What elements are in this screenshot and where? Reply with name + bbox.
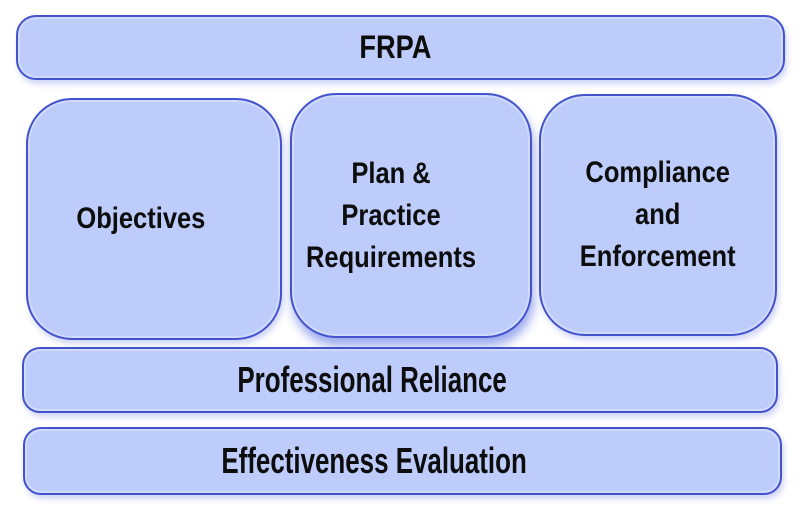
- label-line: Enforcement: [580, 240, 736, 273]
- label-line: Requirements: [305, 240, 477, 274]
- frpa-bar: FRPA: [16, 15, 785, 80]
- professional-reliance-label: Professional Reliance: [237, 359, 507, 400]
- label-line: and: [635, 198, 681, 231]
- label-line: Compliance: [585, 156, 731, 189]
- label-line: Plan &: [351, 156, 431, 190]
- compliance-enforcement-box: Compliance and Enforcement: [539, 94, 777, 336]
- objectives-label: Objectives: [76, 202, 206, 235]
- professional-reliance-bar: Professional Reliance: [22, 347, 778, 413]
- effectiveness-evaluation-bar: Effectiveness Evaluation: [23, 427, 782, 495]
- objectives-box: Objectives: [26, 98, 282, 340]
- effectiveness-evaluation-label: Effectiveness Evaluation: [221, 440, 528, 481]
- compliance-enforcement-label: Compliance and Enforcement: [580, 152, 736, 278]
- label-line: Practice: [341, 198, 441, 232]
- frpa-label: FRPA: [359, 29, 432, 65]
- plan-practice-requirements-label: Plan & Practice Requirements: [306, 153, 476, 279]
- plan-practice-requirements-box: Plan & Practice Requirements: [290, 93, 532, 338]
